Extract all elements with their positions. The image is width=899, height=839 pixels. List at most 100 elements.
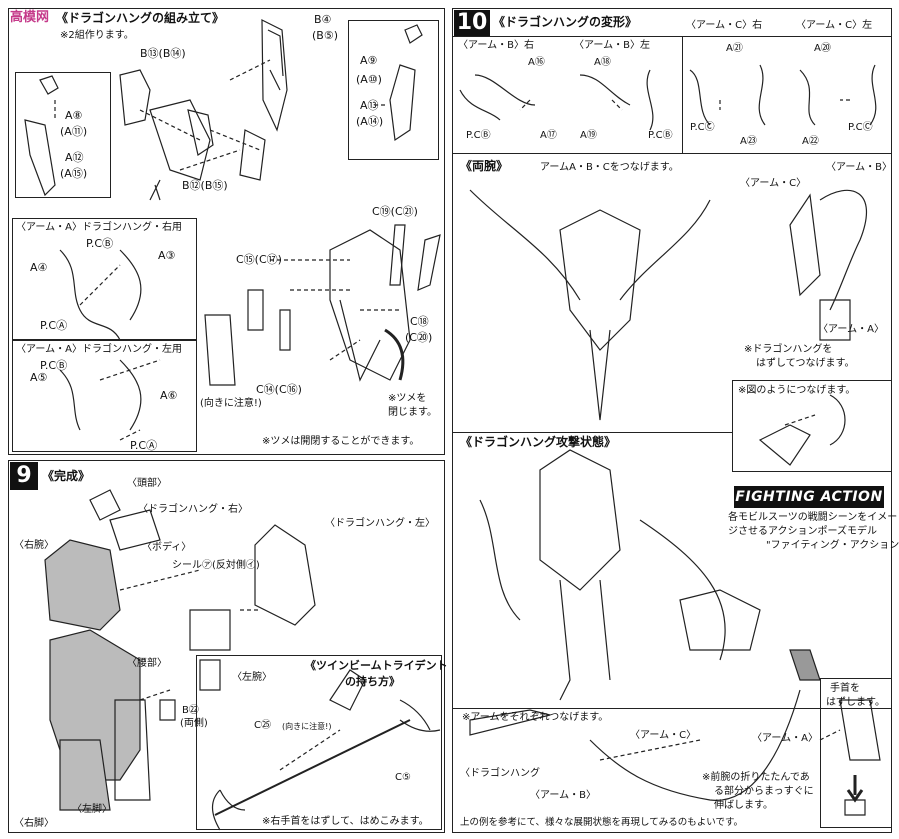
forearm-note-3: 伸ばします。 <box>714 800 773 811</box>
arm-a-left-a6: A⑥ <box>160 389 178 402</box>
section-divider <box>452 432 732 433</box>
inset-left-box <box>15 72 111 198</box>
label-dh: 〈ドラゴンハング <box>460 768 540 779</box>
label-a10: (A⑩) <box>356 73 382 86</box>
section-8-title: 《ドラゴンハングの組み立て》 <box>56 11 225 25</box>
arm-c-right-a1: A㉑ <box>726 43 743 54</box>
section-9-frame <box>8 460 445 833</box>
arm-a-left-a5: A⑤ <box>30 371 48 384</box>
section-9-title: 《完成》 <box>42 469 91 483</box>
step-10-badge: 10 <box>454 10 490 36</box>
arm-c-box <box>682 36 892 154</box>
caution-label: (向きに注意!) <box>200 398 262 409</box>
wrist-box <box>820 678 892 828</box>
label-body: 〈ボディ〉 <box>142 542 192 553</box>
arm-c-right-head: 〈アーム・C〉右 <box>686 20 763 31</box>
dh-note-2: はずしてつなげます。 <box>756 358 855 369</box>
arm-b-right-head: 〈アーム・B〉右 <box>458 40 534 51</box>
label-arm-c: 〈アーム・C〉 <box>740 178 807 189</box>
fighting-action-banner: FIGHTING ACTION <box>734 486 884 508</box>
label-sticker: シール㋐(反対側㋑) <box>172 560 260 571</box>
arm-a-right-box <box>12 218 197 340</box>
label-c15: C⑮(C⑰) <box>236 253 282 266</box>
label-c18: C⑱ <box>410 315 429 328</box>
arm-c-left-a1: A⑳ <box>814 43 831 54</box>
label-a12: A⑫ <box>65 151 84 164</box>
section-8-note: ※2組作ります。 <box>60 30 134 41</box>
connect-box <box>732 380 892 472</box>
label-c20: (C⑳) <box>405 331 433 344</box>
arm-a-right-title: 〈アーム・A〉ドラゴンハング・右用 <box>16 222 182 233</box>
arm-b-left-a1: A⑱ <box>594 57 611 68</box>
footer-note: 上の例を参考にて、様々な展開状態を再現してみるのもよいです。 <box>460 817 744 828</box>
wrist-note-1: 手首を <box>830 683 860 694</box>
label-c14: C⑭(C⑯) <box>256 383 302 396</box>
fa-text-2: ジさせるアクションポーズモデル <box>728 526 877 537</box>
arm-a-right-pca: P.CⒶ <box>40 319 68 332</box>
label-a11: (A⑪) <box>60 125 88 138</box>
both-arms-note: アームA・B・Cをつなげます。 <box>540 162 679 173</box>
arm-b-right-a2: A⑰ <box>540 130 557 141</box>
section-10-title: 《ドラゴンハングの変形》 <box>493 15 638 29</box>
trident-box <box>196 655 442 830</box>
label-arm-a: 〈アーム・A〉 <box>818 324 884 335</box>
fa-text-1: 各モビルスーツの戦闘シーンをイメー <box>728 512 898 523</box>
arm-b-left-a2: A⑲ <box>580 130 597 141</box>
arm-b-right-a1: A⑯ <box>528 57 545 68</box>
arm-a-right-pcb: P.CⒷ <box>86 237 114 250</box>
label-waist: 〈腰部〉 <box>127 658 167 669</box>
inset-right-box <box>348 20 439 160</box>
fa-text-3: "ファイティング・アクション" <box>766 540 899 551</box>
arm-c-right-a2: A㉓ <box>740 136 757 147</box>
forearm-note-2: る部分からまっすぐに <box>714 786 814 797</box>
label-a15: (A⑮) <box>60 167 88 180</box>
trident-title-1: 《ツインビームトライデント <box>305 659 448 672</box>
arm-a-left-pcb: P.CⒷ <box>40 359 68 372</box>
label-arm-b-2: 〈アーム・B〉 <box>530 790 596 801</box>
label-a9: A⑨ <box>360 54 378 67</box>
dh-note-1: ※ドラゴンハングを <box>744 344 833 355</box>
arm-a-left-box <box>12 340 197 452</box>
forearm-note-1: ※前腕の折りたたんであ <box>702 772 810 783</box>
label-arm-b: 〈アーム・B〉 <box>826 162 892 173</box>
claw-close-note: ※ツメを 閉じます。 <box>388 393 437 418</box>
label-b13: B⑬(B⑭) <box>140 47 186 60</box>
label-b12: B⑫(B⑮) <box>182 179 228 192</box>
arm-c-right-pc: P.CⒸ <box>690 122 715 133</box>
label-arm-a-2: 〈アーム・A〉 <box>752 733 818 744</box>
site-logo: 高模网 <box>10 10 50 25</box>
arm-b-left-head: 〈アーム・B〉左 <box>574 40 650 51</box>
step-9-badge: 9 <box>10 462 38 490</box>
label-b22: B㉒ <box>182 705 199 716</box>
label-right-arm: 〈右腕〉 <box>14 540 54 551</box>
arm-a-left-pca: P.CⒶ <box>130 439 158 452</box>
trident-note: ※右手首をはずして、はめこみます。 <box>262 816 429 827</box>
label-left-arm: 〈左腕〉 <box>232 672 272 683</box>
claw-footer-note: ※ツメは開閉することができます。 <box>262 436 420 447</box>
connect-note: ※図のようにつなげます。 <box>738 385 856 396</box>
label-a13: A⑬ <box>360 99 379 112</box>
arm-c-left-head: 〈アーム・C〉左 <box>796 20 873 31</box>
section-8-frame <box>8 8 445 455</box>
arm-a-left-title: 〈アーム・A〉ドラゴンハング・左用 <box>16 344 182 355</box>
connect-each-note: ※アームをそれぞれつなげます。 <box>462 712 609 723</box>
arm-b-left-pc: P.CⒷ <box>648 130 673 141</box>
arm-a-right-a4: A④ <box>30 261 48 274</box>
label-dh-left: 〈ドラゴンハング・左〉 <box>325 518 435 529</box>
label-c19: C⑲(C㉑) <box>372 205 418 218</box>
label-left-leg: 〈左脚〉 <box>72 804 112 815</box>
label-arm-c-2: 〈アーム・C〉 <box>630 730 697 741</box>
attack-title: 《ドラゴンハング攻撃状態》 <box>460 435 617 449</box>
label-b4: B④ <box>314 13 332 26</box>
arm-a-right-a3: A③ <box>158 249 176 262</box>
label-c5: C⑤ <box>395 772 411 783</box>
lower-divider <box>452 708 892 709</box>
wrist-note-2: はずします。 <box>826 697 885 708</box>
label-c25-note: (向きに注意!) <box>282 722 332 731</box>
label-a8: A⑧ <box>65 109 83 122</box>
arm-b-right-pc: P.CⒷ <box>466 130 491 141</box>
label-dh-right: 〈ドラゴンハング・右〉 <box>138 504 248 515</box>
label-b5: (B⑤) <box>312 29 338 42</box>
arm-c-left-a2: A㉒ <box>802 136 819 147</box>
